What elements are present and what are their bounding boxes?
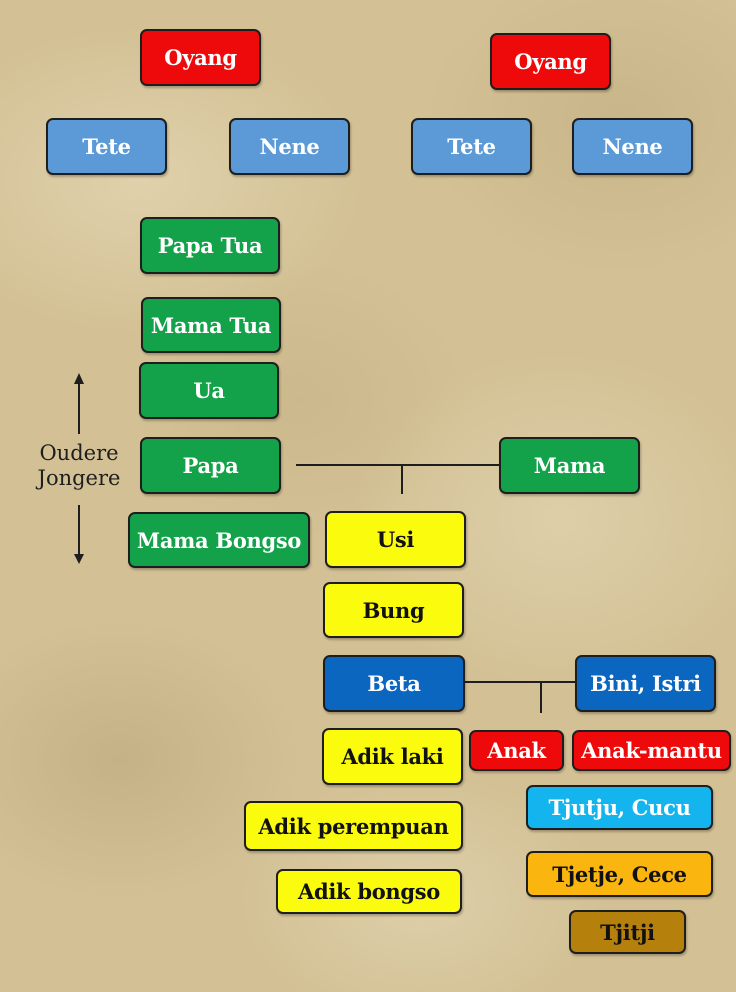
node-adik-perempuan[interactable]: Adik perempuan <box>244 801 463 851</box>
node-papa[interactable]: Papa <box>140 437 281 494</box>
node-bung[interactable]: Bung <box>323 582 464 638</box>
node-tete-left[interactable]: Tete <box>46 118 167 175</box>
node-nene-left[interactable]: Nene <box>229 118 350 175</box>
node-mama-bongso[interactable]: Mama Bongso <box>128 512 310 568</box>
node-nene-right[interactable]: Nene <box>572 118 693 175</box>
node-tete-right[interactable]: Tete <box>411 118 532 175</box>
node-anak[interactable]: Anak <box>469 730 564 771</box>
younger-label: Jongere <box>37 466 121 490</box>
papa-mama-drop-line <box>401 464 403 494</box>
node-bini-istri[interactable]: Bini, Istri <box>575 655 716 712</box>
node-mama[interactable]: Mama <box>499 437 640 494</box>
node-usi[interactable]: Usi <box>325 511 466 568</box>
node-beta[interactable]: Beta <box>323 655 465 712</box>
older-label: Oudere <box>39 441 119 465</box>
beta-bini-drop-line <box>540 681 542 713</box>
node-tjitji[interactable]: Tjitji <box>569 910 686 954</box>
node-anak-mantu[interactable]: Anak-mantu <box>572 730 731 771</box>
node-oyang-left[interactable]: Oyang <box>140 29 261 86</box>
node-papa-tua[interactable]: Papa Tua <box>140 217 280 274</box>
node-oyang-right[interactable]: Oyang <box>490 33 611 90</box>
node-tjutju-cucu[interactable]: Tjutju, Cucu <box>526 785 713 830</box>
beta-bini-connector <box>465 681 576 683</box>
papa-mama-connector <box>296 464 500 466</box>
node-mama-tua[interactable]: Mama Tua <box>141 297 281 353</box>
node-adik-laki[interactable]: Adik laki <box>322 728 463 785</box>
node-adik-bongso[interactable]: Adik bongso <box>276 869 462 914</box>
node-tjetje-cece[interactable]: Tjetje, Cece <box>526 851 713 897</box>
node-ua[interactable]: Ua <box>139 362 279 419</box>
